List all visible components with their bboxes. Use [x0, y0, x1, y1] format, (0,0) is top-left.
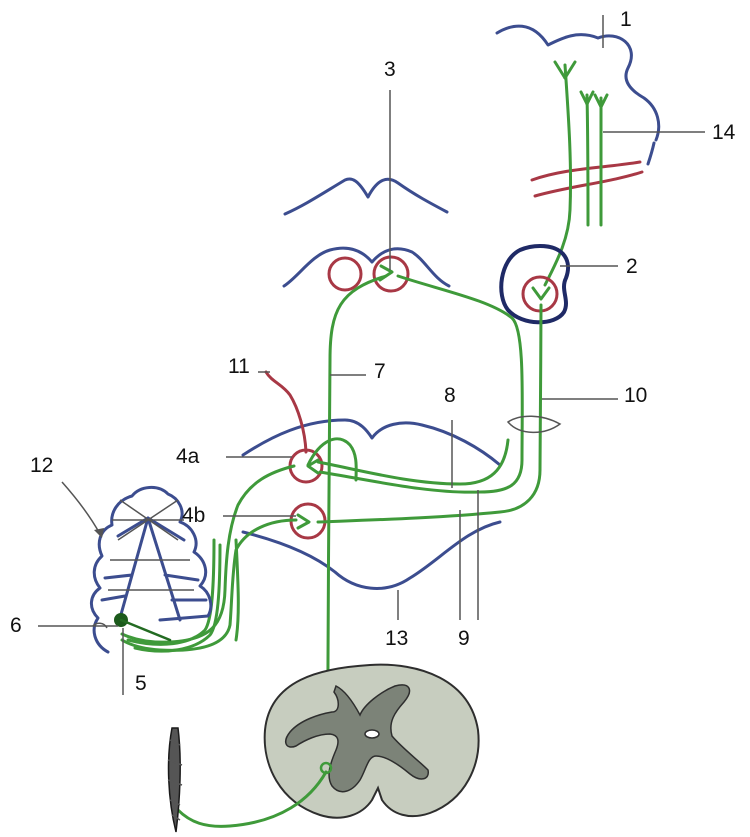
leader-12-arrowhead: [94, 528, 104, 538]
cortex-outline: [497, 26, 659, 140]
cerebellar-fiber-e: [236, 540, 238, 640]
pons-outline-upper: [243, 420, 500, 465]
red-fiber-11: [266, 372, 306, 452]
label-4b: 4b: [182, 504, 205, 527]
label-8: 8: [444, 384, 456, 407]
cortex-outline-lower: [648, 143, 654, 164]
label-12: 12: [30, 454, 53, 477]
label-3: 3: [384, 58, 396, 81]
synapse-4b: [298, 515, 309, 528]
label-1: 1: [620, 8, 632, 31]
label-11: 11: [228, 355, 250, 378]
synapse-2: [533, 288, 549, 299]
label-2: 2: [626, 255, 638, 278]
label-10: 10: [624, 384, 647, 407]
pons-outline-lower: [243, 522, 500, 588]
label-9: 9: [458, 627, 470, 650]
leader-12-arrow: [62, 482, 100, 534]
cortical-fiber-2: [587, 95, 588, 225]
label-4a: 4a: [176, 445, 200, 468]
label-6: 6: [10, 614, 22, 637]
nucleus-3-left: [329, 258, 361, 290]
cerebellar-fiber-c: [135, 545, 220, 651]
cerebellum-inner: [102, 518, 206, 620]
label-14: 14: [712, 121, 736, 144]
central-canal: [365, 730, 379, 738]
cortical-fiber-1-y-left: [555, 62, 565, 78]
label-13: 13: [385, 627, 408, 650]
label-5: 5: [135, 672, 147, 695]
midbrain-outline-lower: [284, 248, 449, 286]
midbrain-outline-upper: [285, 179, 447, 214]
leader-9: [460, 490, 478, 620]
fiber-10-marker: [508, 416, 560, 432]
label-7: 7: [374, 360, 386, 383]
